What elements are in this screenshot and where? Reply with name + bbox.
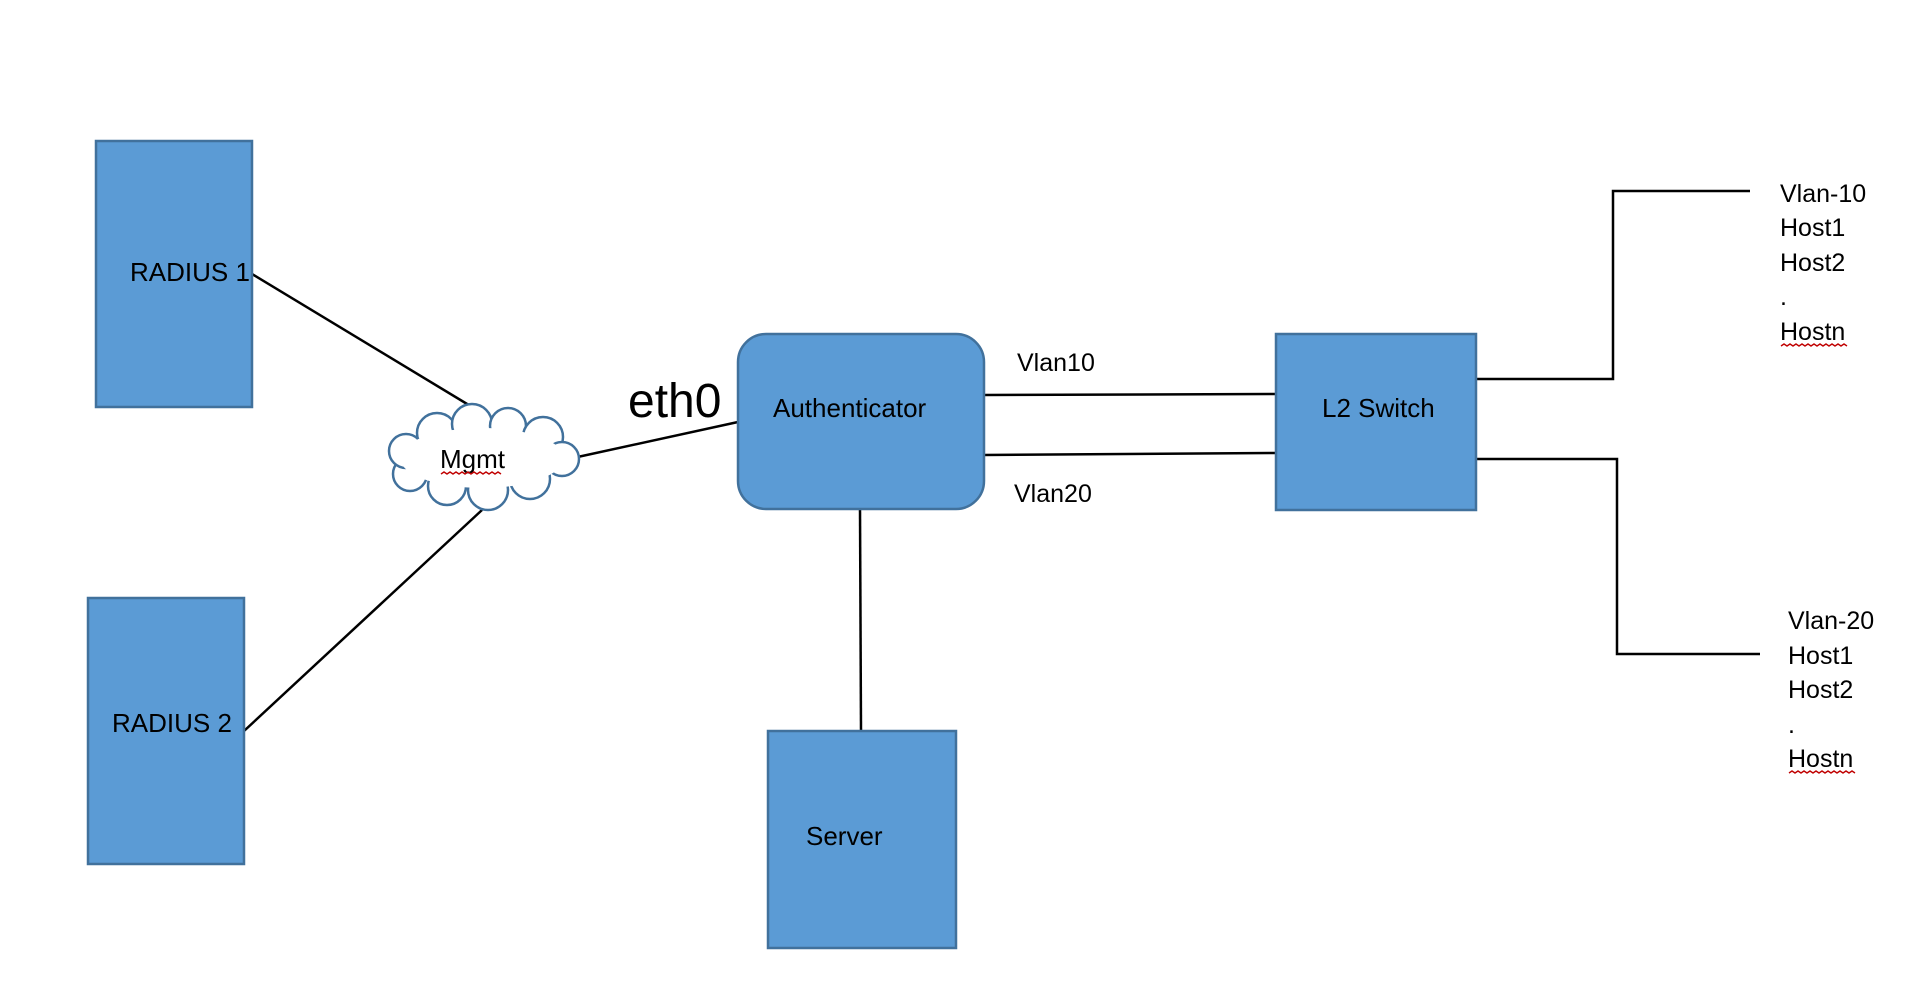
host-group-vlan20: Vlan-20 Host1 Host2 . Hostn — [1788, 607, 1874, 774]
host-group-vlan10: Vlan-10 Host1 Host2 . Hostn — [1780, 180, 1866, 347]
authenticator-node — [736, 332, 986, 511]
host-group-vlan20-line: Host1 — [1788, 642, 1853, 670]
server-node — [766, 729, 958, 950]
authenticator-label: Authenticator — [773, 393, 927, 423]
link-radius2-mgmt — [243, 509, 483, 732]
hostn-spellcheck-underline — [1788, 770, 1856, 774]
host-group-vlan20-line: Vlan-20 — [1788, 607, 1874, 635]
host-group-vlan20-line: . — [1788, 711, 1795, 739]
radius2-label: RADIUS 2 — [112, 708, 232, 738]
link-switch-vlan10-hosts — [1476, 189, 1750, 381]
host-group-vlan10-line: Host2 — [1780, 249, 1845, 277]
link-switch-vlan20-hosts — [1476, 457, 1760, 656]
host-group-vlan10-line: Hostn — [1780, 318, 1845, 346]
host-group-vlan20-line: Host2 — [1788, 676, 1853, 704]
l2-switch-label: L2 Switch — [1322, 393, 1435, 423]
eth0-label: eth0 — [628, 375, 721, 428]
mgmt-spellcheck-underline — [440, 471, 502, 475]
link-vlan20 — [982, 451, 1276, 457]
link-vlan10 — [982, 392, 1276, 397]
host-group-vlan10-line: Vlan-10 — [1780, 180, 1866, 208]
hostn-spellcheck-underline — [1780, 343, 1848, 347]
host-group-vlan10-line: . — [1780, 283, 1787, 311]
server-label: Server — [806, 821, 883, 851]
mgmt-label: Mgmt — [440, 444, 506, 474]
link-radius1-mgmt — [251, 272, 483, 415]
vlan20-label: Vlan20 — [1014, 480, 1092, 508]
l2-switch-node — [1274, 332, 1478, 512]
radius1-label: RADIUS 1 — [130, 257, 250, 287]
mgmt-cloud-icon — [387, 402, 581, 512]
radius2-node — [86, 596, 246, 866]
link-mgmt-authenticator — [572, 420, 739, 460]
link-authenticator-server — [858, 508, 863, 732]
radius1-node — [94, 139, 254, 409]
host-group-vlan10-line: Host1 — [1780, 214, 1845, 242]
host-group-vlan20-line: Hostn — [1788, 745, 1853, 773]
vlan10-label: Vlan10 — [1017, 349, 1095, 377]
